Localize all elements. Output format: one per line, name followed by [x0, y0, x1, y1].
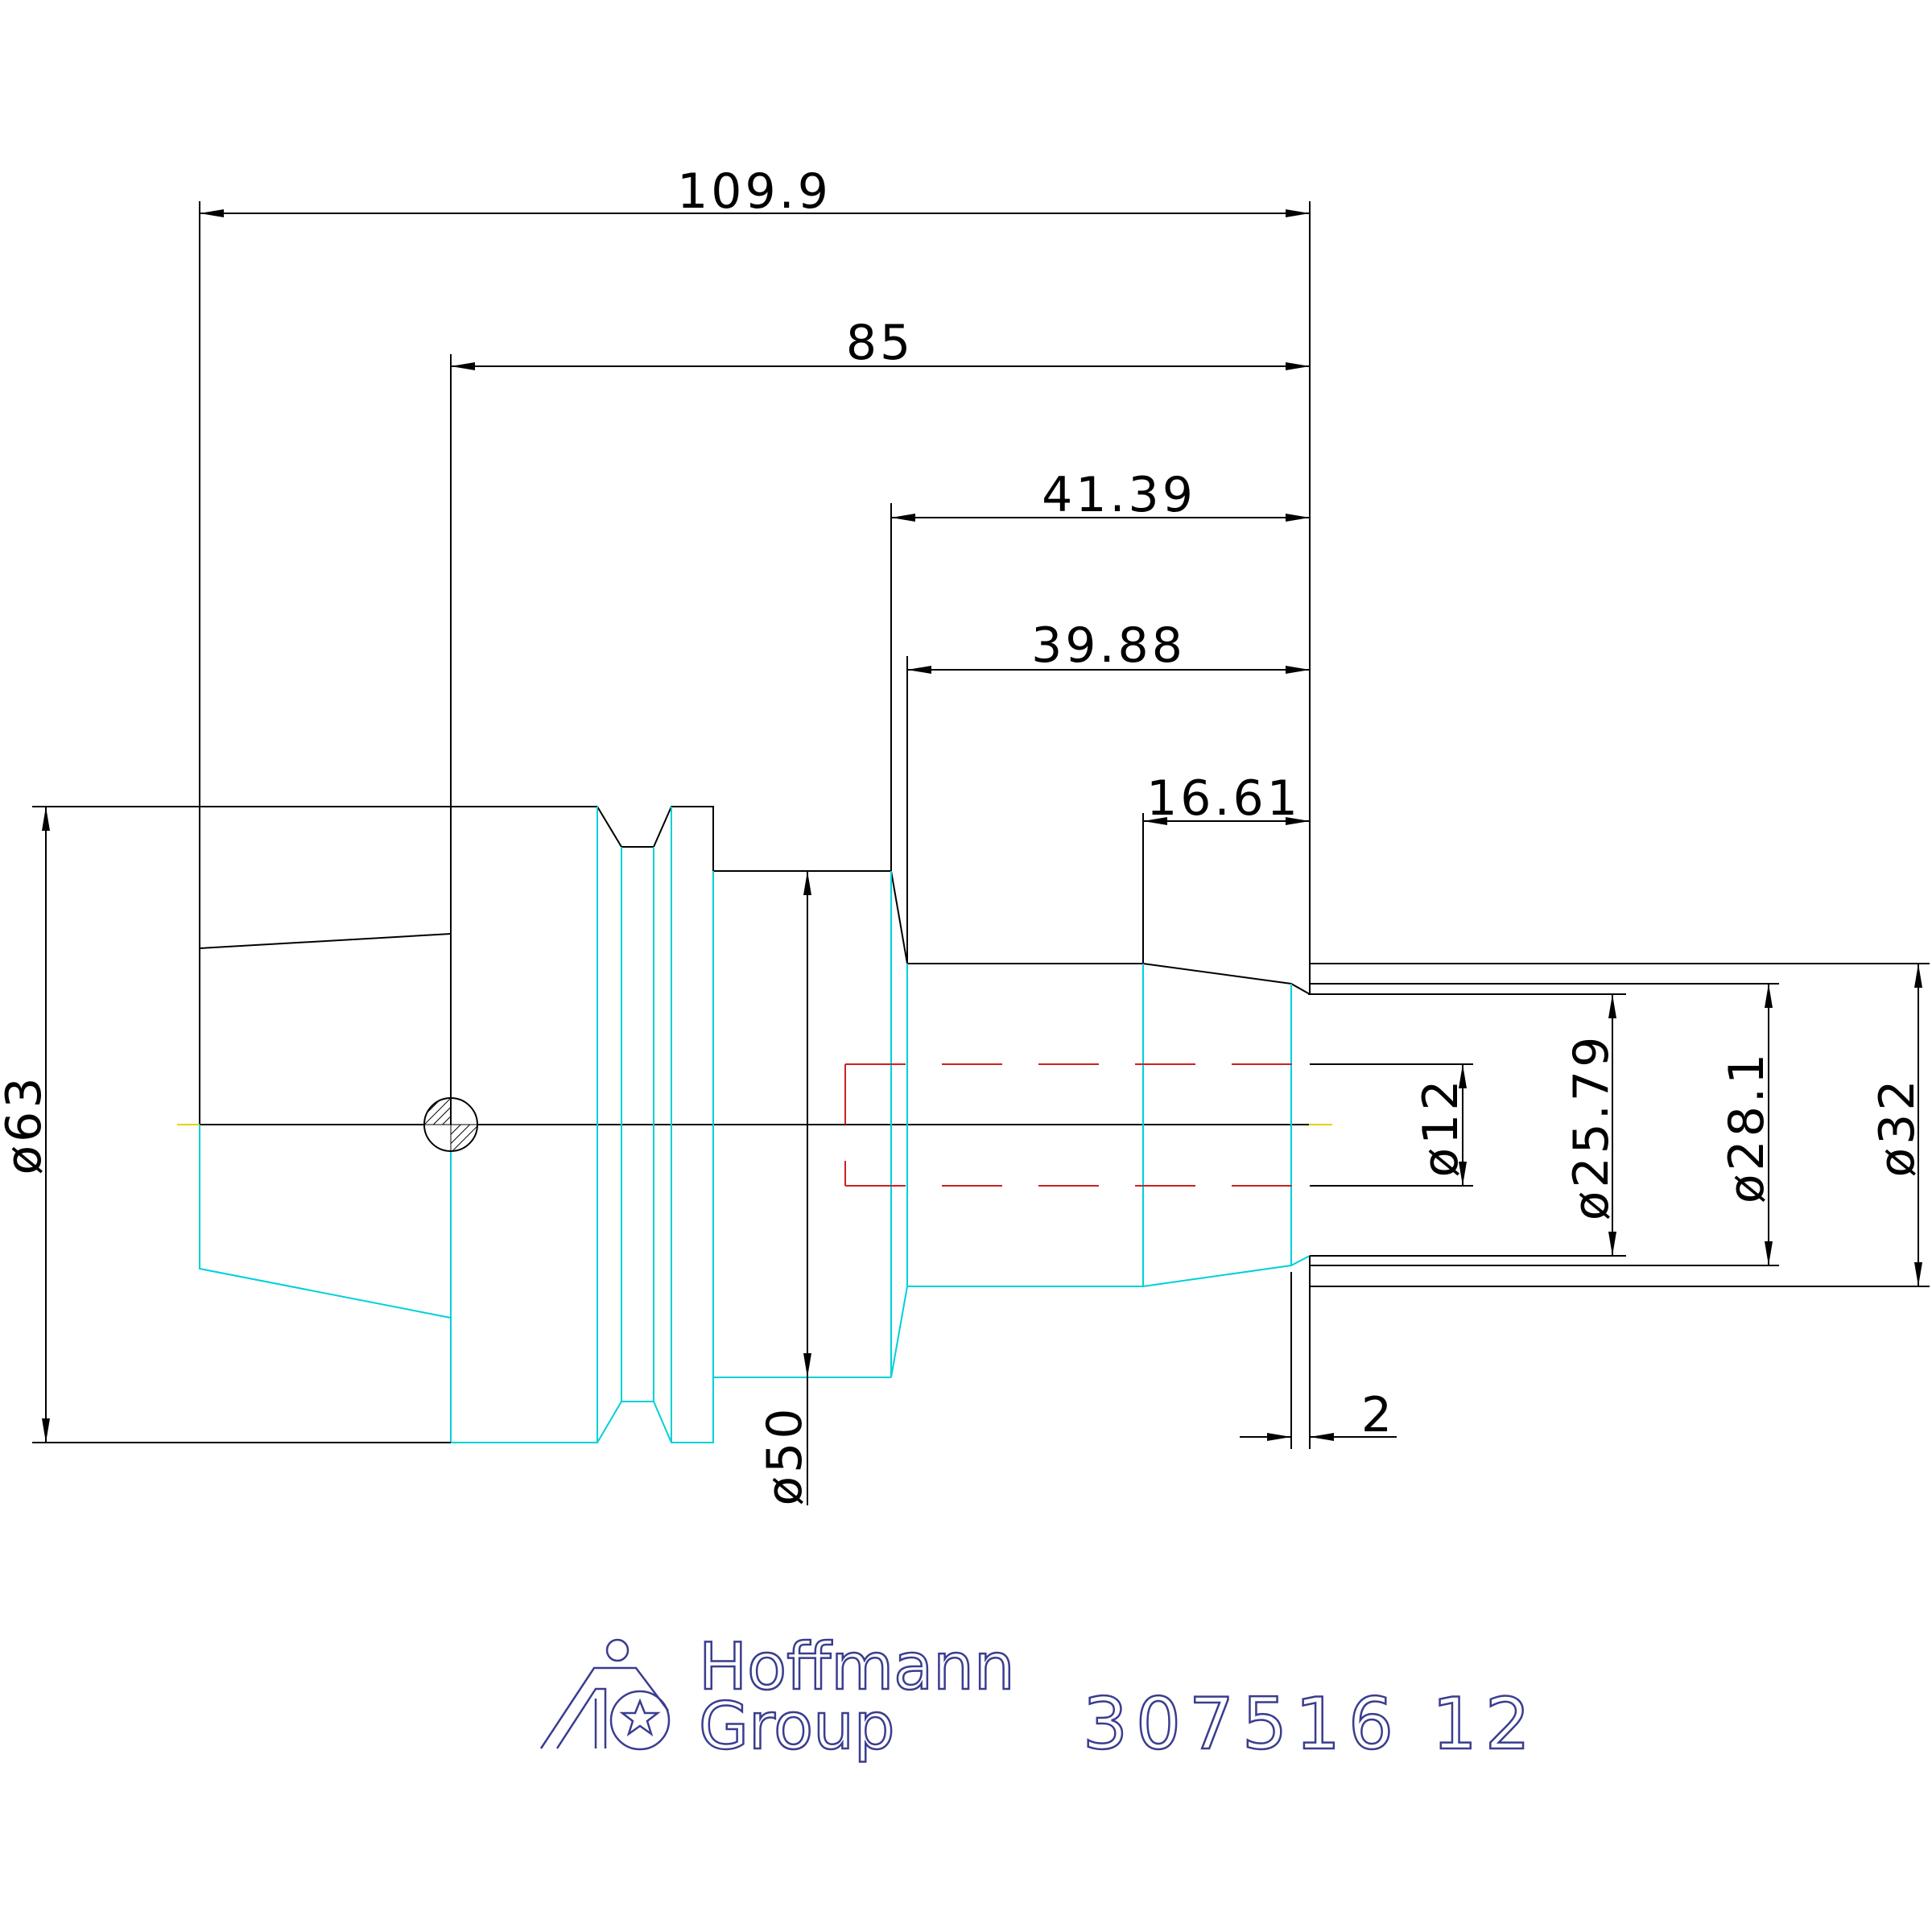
logo-icon	[539, 1638, 671, 1751]
dim-chamfer-length: 2	[1361, 1387, 1395, 1443]
dimension-lines	[42, 209, 1922, 1505]
company-logo: Hoffmann Group	[539, 1629, 1016, 1765]
part-outline-upper	[32, 806, 1332, 1125]
dim-gauge-length: 85	[846, 315, 914, 371]
dim-collar-diameter: ø50	[757, 1405, 813, 1505]
bore-hidden-lines	[844, 1063, 1309, 1187]
part-number: 307516 12	[1083, 1682, 1538, 1765]
company-name-line1: Hoffmann	[699, 1629, 1015, 1704]
dim-tip-outer-diameter: ø28.1	[1719, 1051, 1775, 1203]
part-outline-lower	[199, 807, 1311, 1443]
dim-bore-diameter: ø12	[1413, 1076, 1469, 1177]
dim-overall-length: 109.9	[677, 163, 832, 220]
company-name-line2: Group	[699, 1689, 895, 1764]
extension-lines	[32, 201, 1930, 1449]
dim-flange-diameter: ø63	[0, 1074, 52, 1174]
dim-taper-length: 16.61	[1146, 770, 1301, 827]
dim-tip-inner-diameter: ø25.79	[1563, 1034, 1620, 1220]
dim-shank-length: 39.88	[1031, 617, 1186, 674]
dim-shank-diameter: ø32	[1869, 1076, 1926, 1177]
dim-collar-length: 41.39	[1042, 467, 1196, 523]
